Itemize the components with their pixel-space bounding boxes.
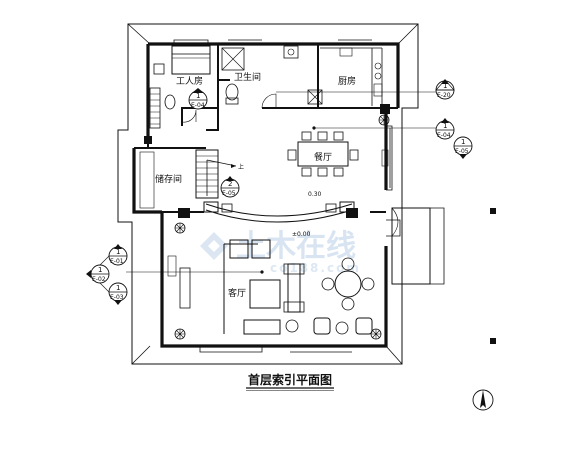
plant-icon — [378, 114, 390, 126]
index-symbol-dining: 1 E-04 1 E-05 — [312, 118, 473, 159]
room-label-kitchen: 厨房 — [338, 75, 356, 87]
stair-up-label: 上 — [238, 163, 244, 171]
watermark-logo-icon — [200, 232, 228, 260]
entry-porch — [386, 207, 445, 285]
servant-room-furniture — [149, 45, 211, 129]
dining-table — [287, 131, 389, 177]
index-symbol-e-04-servant: 1 E-04 — [188, 88, 208, 110]
index-num: 1 — [196, 92, 200, 100]
room-labels: 工人房 卫生间 厨房 餐厅 储存间 客厅 0.30 ±0.00 — [155, 71, 356, 299]
bathroom-fixtures — [221, 45, 299, 109]
index-sheet: E-05 — [222, 190, 236, 197]
index-symbol-e-20: 1 E-20 — [276, 79, 455, 100]
index-num: 1 — [443, 122, 447, 130]
level-living: ±0.00 — [292, 231, 311, 238]
index-symbol-e-05-stair: 2 E-05 — [220, 176, 240, 198]
kitchen-counter — [307, 47, 383, 106]
margin-marker — [490, 208, 496, 214]
drawing-title: 首层索引平面图 — [248, 372, 332, 387]
plant-icon — [370, 328, 382, 340]
plant-icon — [174, 328, 186, 340]
room-label-living: 客厅 — [228, 287, 246, 299]
index-num: 1 — [98, 266, 102, 274]
index-sheet: E-05 — [455, 148, 469, 155]
index-sheet: E-04 — [191, 102, 205, 109]
index-sheet: E-04 — [437, 132, 451, 139]
north-arrow-icon — [472, 389, 494, 411]
roof-eave-outline — [117, 23, 419, 365]
level-dining: 0.30 — [308, 191, 322, 198]
index-num: 1 — [461, 138, 465, 146]
windows — [173, 39, 393, 353]
index-num: 2 — [228, 180, 232, 188]
index-num: 1 — [443, 82, 447, 90]
room-label-bathroom: 卫生间 — [234, 71, 261, 83]
room-label-storage: 储存间 — [155, 173, 182, 185]
curved-divider — [203, 201, 355, 223]
walls — [132, 42, 400, 348]
index-symbol-living: 1 E-01 1 E-02 1 E-03 — [86, 244, 264, 305]
room-label-servant: 工人房 — [176, 75, 203, 87]
index-sheet: E-02 — [92, 276, 106, 283]
plant-icons — [174, 114, 390, 340]
living-room-furniture — [167, 239, 375, 335]
plant-icon — [174, 222, 186, 234]
margin-marker — [490, 338, 496, 344]
index-sheet: E-03 — [110, 294, 124, 301]
index-sheet: E-01 — [110, 258, 124, 265]
room-label-dining: 餐厅 — [314, 151, 332, 163]
staircase: 上 — [139, 149, 244, 209]
index-sheet: E-20 — [437, 92, 451, 99]
index-num: 1 — [116, 284, 120, 292]
index-num: 1 — [116, 248, 120, 256]
